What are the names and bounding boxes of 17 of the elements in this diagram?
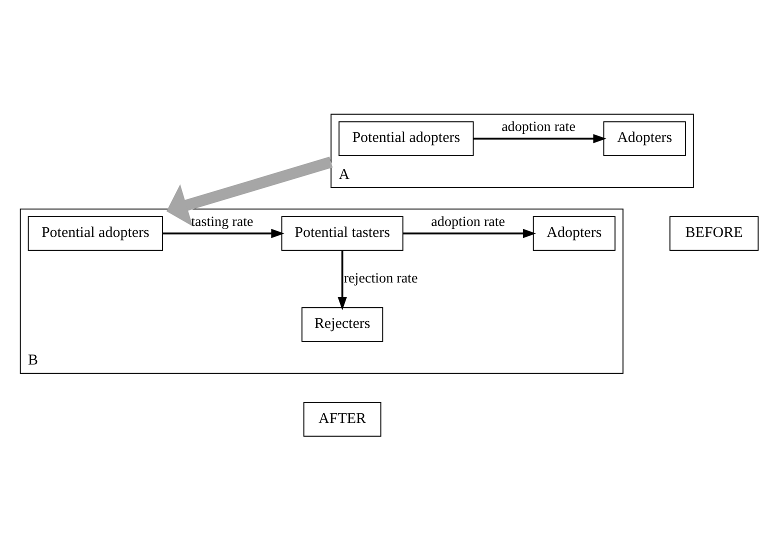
- arrow: [162, 228, 284, 238]
- node-box: AFTER: [303, 401, 382, 436]
- node-box: Potential adopters: [28, 216, 164, 250]
- node-box: Potential adopters: [338, 120, 474, 156]
- edge-label: tasting rate: [191, 213, 254, 230]
- arrow: [474, 134, 606, 143]
- edge-label: adoption rate: [502, 118, 576, 135]
- arrow: [402, 228, 536, 238]
- node-box: Potential tasters: [281, 216, 404, 250]
- node-box: Adopters: [603, 120, 686, 156]
- node-box: BEFORE: [669, 216, 759, 250]
- node-box: Adopters: [532, 216, 616, 250]
- node-box: Rejecters: [301, 306, 384, 342]
- edge-label: adoption rate: [431, 213, 506, 230]
- arrow: [166, 156, 333, 226]
- edge-label: rejection rate: [344, 270, 418, 286]
- arrow: [338, 250, 347, 310]
